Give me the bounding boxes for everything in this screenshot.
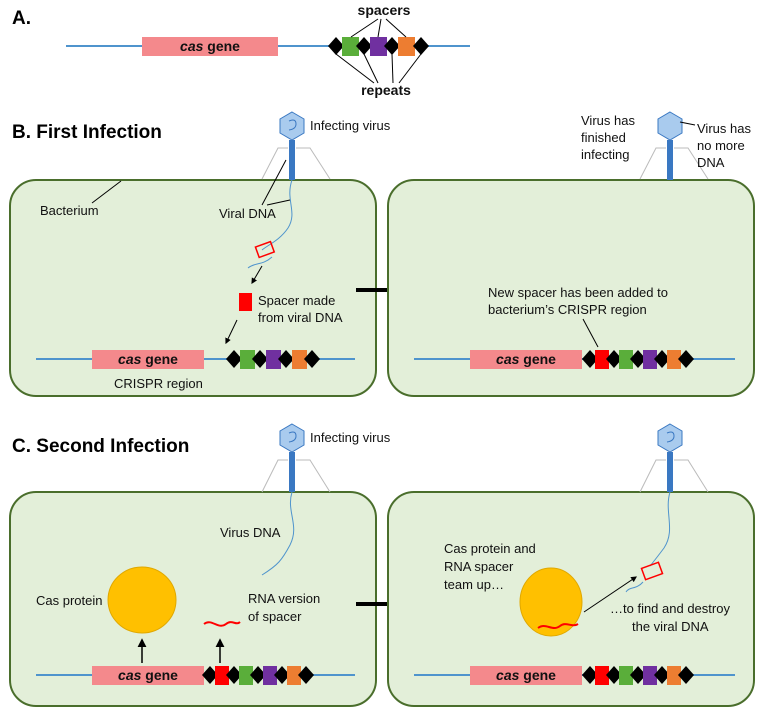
infecting-virus-label: Infecting virus xyxy=(310,430,391,445)
spacer-made-label-2: from viral DNA xyxy=(258,310,343,325)
crispr-region-label: CRISPR region xyxy=(114,376,203,391)
cas-protein xyxy=(107,566,177,634)
panel-b-label: B. First Infection xyxy=(12,122,162,143)
cas-gene-label: cas gene xyxy=(180,38,240,54)
insert-arrow xyxy=(225,319,238,345)
repeat-pointer-lines xyxy=(335,53,422,84)
viral-dna-strand xyxy=(261,179,293,251)
rna-spacer xyxy=(537,623,579,629)
cas-gene-block xyxy=(92,350,204,369)
target-arrow xyxy=(583,576,637,613)
cas-protein-label: Cas protein xyxy=(36,593,102,608)
repeat-diamond xyxy=(356,37,372,55)
viral-dna-strand xyxy=(247,256,273,269)
panel-a-label: A. xyxy=(12,8,31,29)
cas-gene-label: cas gene xyxy=(496,667,556,683)
finished-label-3: infecting xyxy=(581,147,629,162)
extract-arrow xyxy=(251,265,263,285)
cas-gene-label: cas gene xyxy=(118,667,178,683)
new-spacer-pointer xyxy=(582,318,599,348)
rna-spacer xyxy=(203,621,241,627)
spacer-orange xyxy=(398,37,415,56)
no-dna-label-1: Virus has xyxy=(697,121,751,136)
repeat-diamond xyxy=(413,37,429,55)
spacers-label: spacers xyxy=(358,2,411,18)
viral-dna-target xyxy=(254,240,276,259)
panel-c-label: C. Second Infection xyxy=(12,436,189,457)
no-dna-pointer xyxy=(679,121,696,126)
finished-label-2: finished xyxy=(581,130,626,145)
cas-protein xyxy=(519,567,583,637)
virus-head xyxy=(657,423,683,453)
crispr-array xyxy=(202,666,314,685)
cas-gene-label: cas gene xyxy=(496,351,556,367)
repeats-label: repeats xyxy=(361,82,411,98)
infecting-virus xyxy=(261,423,331,493)
spacer-red xyxy=(239,293,252,311)
viral-dna-target xyxy=(640,561,664,581)
viral-dna-pointer xyxy=(266,199,291,206)
cas-gene-label: cas gene xyxy=(118,351,178,367)
spacer-made-label-1: Spacer made xyxy=(258,293,335,308)
finished-virus xyxy=(639,111,709,180)
crispr-array xyxy=(582,666,694,685)
rna-label-1: RNA version xyxy=(248,591,320,606)
infecting-virus-label: Infecting virus xyxy=(310,118,391,133)
repeat-diamond xyxy=(328,37,344,55)
spacer-green xyxy=(342,37,359,56)
viral-dna-strand xyxy=(261,491,295,576)
bacterium-cell xyxy=(9,491,377,707)
virus-head xyxy=(657,111,683,141)
cas-gene-block xyxy=(142,37,278,56)
bacterium-pointer xyxy=(91,180,122,204)
crispr-array xyxy=(226,350,320,369)
new-spacer-label-1: New spacer has been added to xyxy=(488,285,668,300)
bacterium-label: Bacterium xyxy=(40,203,99,218)
no-dna-label-3: DNA xyxy=(697,155,725,170)
virus-head xyxy=(279,111,305,141)
destroy-label-1: …to find and destroy xyxy=(610,601,730,616)
spacer-purple xyxy=(370,37,387,56)
infecting-virus xyxy=(261,111,331,180)
crispr-array-updated xyxy=(582,350,694,369)
bacterium-cell xyxy=(387,179,755,397)
cas-gene-block xyxy=(92,666,204,685)
viral-dna-label: Viral DNA xyxy=(219,206,276,221)
virus-dna-label: Virus DNA xyxy=(220,525,281,540)
viral-dna-pointer xyxy=(261,159,287,206)
viral-dna-strand xyxy=(625,581,644,593)
team-up-label-3: team up… xyxy=(444,577,504,592)
infecting-virus xyxy=(639,423,709,493)
new-spacer-label-2: bacterium’s CRISPR region xyxy=(488,302,647,317)
crispr-array-a xyxy=(328,37,429,56)
destroy-label-2: the viral DNA xyxy=(632,619,709,634)
finished-label-1: Virus has xyxy=(581,113,635,128)
virus-head xyxy=(279,423,305,453)
spacer-pointer-lines xyxy=(350,18,407,38)
repeat-diamond xyxy=(384,37,400,55)
cas-gene-block xyxy=(470,350,582,369)
team-up-label-1: Cas protein and xyxy=(444,541,536,556)
team-up-label-2: RNA spacer xyxy=(444,559,514,574)
rna-label-2: of spacer xyxy=(248,609,302,624)
viral-dna-strand xyxy=(649,491,671,567)
no-dna-label-2: no more xyxy=(697,138,745,153)
cas-gene-block xyxy=(470,666,582,685)
